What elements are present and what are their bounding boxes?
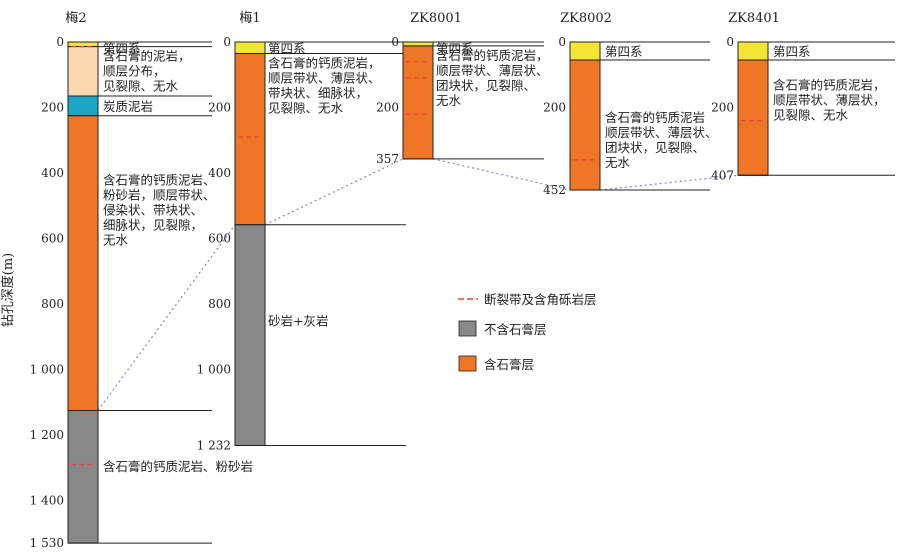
depth-tick-label: 400	[41, 166, 64, 180]
layer-description: 含石膏的钙质泥岩，	[436, 48, 549, 63]
layer-description: 第四系	[605, 44, 643, 59]
depth-tick-label: 600	[41, 232, 64, 246]
depth-tick-label: 800	[41, 297, 64, 311]
well-title: 梅1	[239, 11, 260, 26]
correlation-line	[264, 158, 404, 226]
depth-tick-label: 1 400	[30, 494, 64, 508]
layer-description: 第四系	[436, 41, 474, 56]
layer-description: 含石膏的钙质泥岩，	[268, 55, 381, 70]
depth-tick-label: 200	[41, 101, 64, 115]
correlation-lines	[97, 158, 739, 411]
layer-quaternary	[737, 41, 769, 61]
depth-tick-label: 200	[376, 101, 399, 115]
layer-description: 侵染状、带块状、	[103, 202, 203, 217]
layer-description: 粉砂岩，顺层带状、	[103, 187, 216, 202]
layer-description: 顺层带状、薄层状、	[268, 70, 381, 85]
layer-description: 无水	[605, 155, 631, 170]
depth-tick-label: 1 200	[30, 428, 64, 442]
legend-swatch-gypsum	[458, 355, 477, 372]
layer-description: 第四系	[268, 41, 306, 56]
layer-description: 顺层带状、薄层状、	[436, 63, 549, 78]
layer-gypsum	[569, 59, 601, 191]
depth-tick-label: 200	[543, 101, 566, 115]
layer-description: 顺层带状、薄层状、	[605, 125, 718, 140]
layer-description: 含石膏的钙质泥岩	[605, 110, 705, 125]
legend-swatch-no_gypsum	[458, 320, 477, 337]
layer-description: 砂岩+灰岩	[268, 313, 328, 328]
depth-tick-label: 200	[711, 101, 734, 115]
depth-tick-label: 200	[208, 101, 231, 115]
depth-tick-label: 0	[558, 35, 566, 49]
layer-description: 顺层带状、薄层状，	[773, 92, 886, 107]
depth-tick-label: 407	[711, 168, 734, 182]
layer-description: 含石膏的钙质泥岩，	[773, 77, 886, 92]
layer-description: 细脉状，见裂隙，	[103, 217, 203, 232]
layer-quaternary	[234, 41, 266, 54]
layer-gypsum	[67, 115, 99, 411]
correlation-line	[599, 174, 739, 191]
well-1: 梅1 0 200 400 600 800 1 000 1 232 第四系含石膏的钙质泥岩，顺层带…	[197, 11, 406, 452]
layer-no_gypsum	[234, 224, 266, 446]
depth-tick-label: 800	[208, 297, 231, 311]
correlation-line	[432, 158, 571, 191]
depth-tick-label: 0	[223, 35, 231, 49]
depth-tick-label: 0	[726, 35, 734, 49]
layer-description: 带块状、细脉状，	[268, 85, 368, 100]
well-title: ZK8002	[560, 11, 612, 26]
depth-tick-label: 400	[208, 166, 231, 180]
layer-quaternary	[402, 41, 434, 47]
layer-gypsum_mudstone	[67, 46, 99, 97]
layer-description: 含石膏的钙质泥岩、粉砂岩	[103, 459, 253, 474]
layer-description: 无水	[103, 232, 129, 247]
layer-gypsum	[402, 45, 434, 160]
well-2: ZK8001 0 200 357 第四系含石膏的钙质泥岩，顺层带状、薄层状、团块状，见裂…	[376, 11, 548, 166]
y-axis-label: 钻孔深度(m)	[0, 253, 16, 327]
depth-tick-label: 1 530	[30, 536, 64, 550]
layer-gypsum	[737, 59, 769, 176]
well-title: 梅2	[65, 11, 86, 26]
legend-label: 不含石膏层	[484, 322, 547, 337]
layer-description: 第四系	[103, 41, 141, 56]
well-3: ZK8002 0 200 452 第四系含石膏的钙质泥岩顺层带状、薄层状、团块状，见裂隙…	[543, 11, 717, 197]
depth-tick-label: 600	[208, 232, 231, 246]
legend-label: 断裂带及含角砾岩层	[484, 292, 597, 307]
layer-carbon_mudstone	[67, 95, 99, 117]
depth-tick-label: 1 000	[30, 363, 64, 377]
layer-description: 见裂隙、无水	[103, 79, 179, 94]
layer-description: 顺层分布，	[103, 64, 166, 79]
depth-tick-label: 0	[56, 35, 64, 49]
depth-tick-label: 0	[391, 35, 399, 49]
layer-description: 无水	[436, 93, 462, 108]
layer-no_gypsum	[67, 410, 99, 544]
layer-gypsum	[234, 53, 266, 226]
correlation-line	[97, 224, 236, 411]
depth-tick-label: 1 000	[197, 363, 231, 377]
well-title: ZK8401	[728, 11, 780, 26]
layer-description: 见裂隙、无水	[773, 107, 849, 122]
layer-description: 团块状，见裂隙、	[605, 140, 705, 155]
depth-tick-label: 357	[376, 152, 399, 166]
layer-quaternary	[67, 41, 99, 47]
legend-label: 含石膏层	[484, 357, 534, 372]
layer-quaternary	[569, 41, 601, 61]
layer-description: 炭质泥岩	[103, 99, 153, 114]
layer-description: 第四系	[773, 44, 811, 59]
layer-description: 含石膏的钙质泥岩、	[103, 172, 216, 187]
layer-description: 团块状，见裂隙、	[436, 78, 536, 93]
well-title: ZK8001	[410, 11, 462, 26]
layer-description: 见裂隙、无水	[268, 100, 344, 115]
depth-tick-label: 1 232	[197, 438, 231, 452]
depth-tick-label: 452	[543, 183, 566, 197]
layer-description: 含石膏的泥岩，	[103, 49, 191, 64]
